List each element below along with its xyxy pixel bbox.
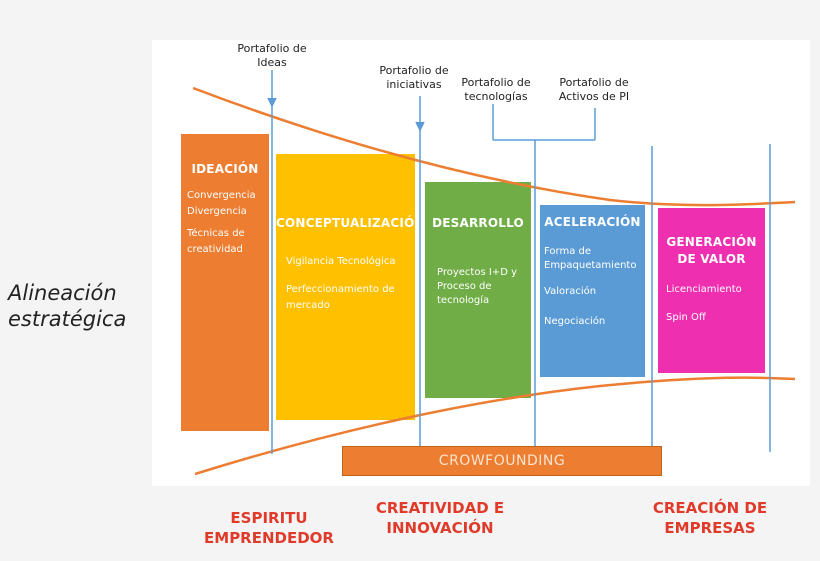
stage-title: DESARROLLO bbox=[432, 216, 524, 230]
portfolio-ideas-label: Portafolio de Ideas bbox=[237, 42, 307, 69]
stage-conceptualizacion: CONCEPTUALIZACIÓN Vigilancia Tecnológica… bbox=[276, 154, 425, 420]
stage-item: Valoración bbox=[544, 286, 597, 297]
stage-item: Perfeccionamiento de mercado bbox=[286, 284, 395, 311]
bottom-label-creatividad: CREATIVIDAD E INNOVACIÓN bbox=[375, 499, 505, 537]
stage-title: IDEACIÓN bbox=[191, 162, 259, 176]
bottom-label-creacion: CREACIÓN DE EMPRESAS bbox=[652, 499, 768, 537]
ideas-arrowhead bbox=[267, 97, 277, 108]
funnel-bottom-curve bbox=[194, 376, 796, 476]
bottom-label-espiritu: ESPIRITU EMPRENDEDOR bbox=[204, 509, 334, 547]
stage-title: CONCEPTUALIZACIÓN bbox=[276, 216, 425, 230]
stage-title: ACELERACIÓN bbox=[544, 215, 641, 229]
stage-desarrollo: DESARROLLO Proyectos I+D y Proceso de te… bbox=[425, 182, 531, 398]
portfolio-activos-label: Portafolio de Activos de PI bbox=[558, 76, 630, 103]
stage-item: Licenciamiento bbox=[666, 284, 742, 295]
funnel-top-curve bbox=[192, 86, 796, 207]
stage-item: Técnicas de creatividad bbox=[187, 228, 245, 255]
stage-item: Proyectos I+D y Proceso de tecnología bbox=[437, 267, 517, 306]
iniciativas-arrowhead bbox=[415, 121, 425, 132]
stage-title: GENERACIÓN DE VALOR bbox=[666, 235, 757, 266]
side-label: Alineación estratégica bbox=[8, 281, 127, 331]
portfolio-iniciativas-label: Portafolio de iniciativas bbox=[379, 64, 449, 91]
stage-ideacion: IDEACIÓN Convergencia Divergencia Técnic… bbox=[181, 134, 269, 431]
stage-generacion: GENERACIÓN DE VALOR Licenciamiento Spin … bbox=[658, 208, 765, 373]
stage-item: Spin Off bbox=[666, 312, 706, 323]
stage-item: Negociación bbox=[544, 316, 606, 327]
stage-aceleracion: ACELERACIÓN Forma de Empaquetamiento Val… bbox=[540, 205, 645, 377]
crowdfounding-bar: CROWFOUNDING bbox=[342, 446, 662, 476]
stage-item: Forma de Empaquetamiento bbox=[544, 246, 637, 271]
portfolio-tecnologias-label: Portafolio de tecnologías bbox=[461, 76, 531, 103]
stage-item: Vigilancia Tecnológica bbox=[286, 256, 396, 267]
stage-item: Convergencia Divergencia bbox=[187, 190, 256, 217]
